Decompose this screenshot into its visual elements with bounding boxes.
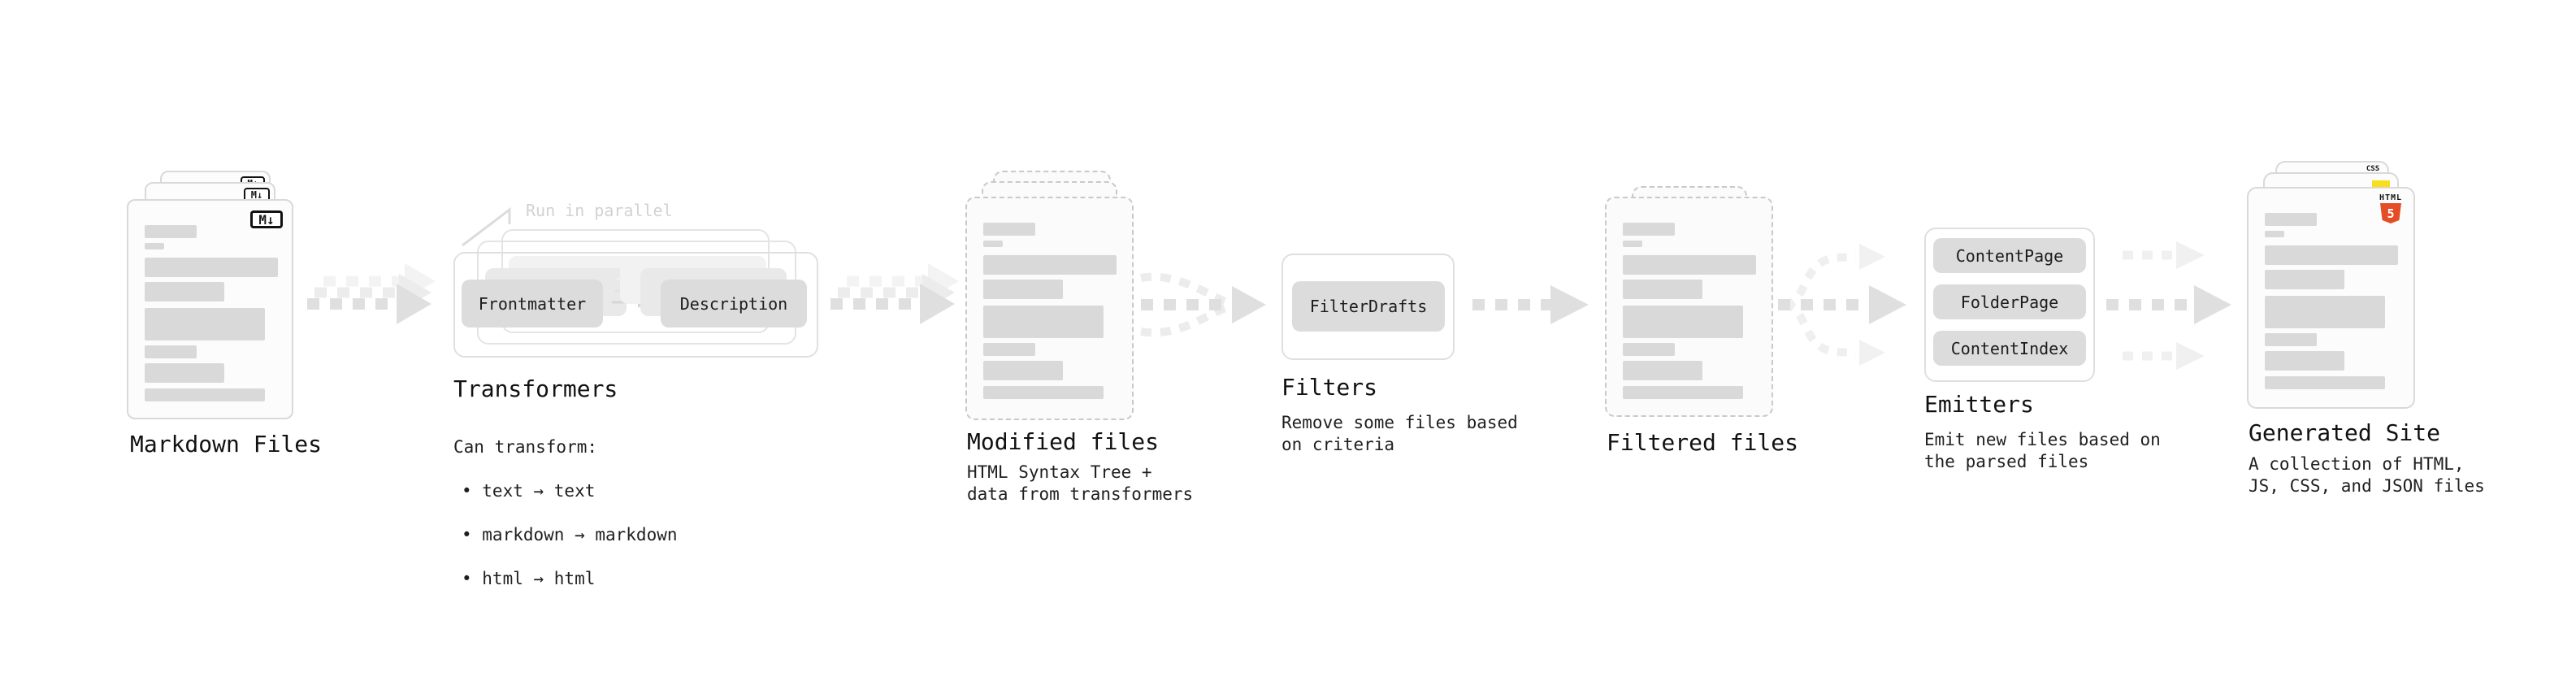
arrow-transformers-to-modified: [830, 263, 959, 324]
site-card-html: HTML 5: [2247, 187, 2415, 409]
html5-icon-shield: 5: [2380, 203, 2401, 223]
html5-icon: HTML 5: [2379, 193, 2403, 223]
emitter-label: ContentPage: [1955, 245, 2064, 266]
html5-icon-number: 5: [2387, 206, 2395, 221]
modified-files-subtitle: HTML Syntax Tree + data from transformer…: [967, 462, 1194, 504]
doc-content-bars: [983, 223, 1117, 399]
doc-bar: [2265, 231, 2284, 237]
description-box-label: Description: [679, 293, 788, 314]
html5-icon-label: HTML: [2379, 193, 2403, 202]
run-in-parallel-annotation: Run in parallel: [526, 201, 673, 220]
transformers-bullet: • markdown → markdown: [462, 525, 678, 544]
doc-bar: [983, 241, 1003, 247]
doc-bar: [983, 386, 1104, 399]
transformers-bullet: • html → html: [462, 569, 596, 588]
doc-bar: [145, 243, 164, 249]
frontmatter-box-label: Frontmatter: [478, 293, 587, 314]
doc-bar: [2265, 296, 2385, 328]
stage-label-filters: Filters: [1281, 374, 1378, 401]
emitter-folder-page-box: FolderPage: [1933, 284, 2086, 319]
doc-bar: [1623, 361, 1702, 380]
doc-bar: [145, 308, 265, 340]
emitter-content-index-box: ContentIndex: [1933, 331, 2086, 366]
filter-drafts-label: FilterDrafts: [1309, 297, 1428, 316]
arrow-filters-to-filtered: [1472, 285, 1589, 324]
markdown-icon: M↓: [244, 188, 270, 202]
doc-bar: [145, 282, 224, 301]
doc-bar: [1623, 241, 1642, 247]
doc-bar: [145, 345, 197, 358]
doc-bar: [145, 363, 224, 383]
doc-content-bars: [1623, 223, 1756, 399]
emitter-label: FolderPage: [1960, 292, 2059, 312]
arrow-modified-to-filters: [1140, 272, 1266, 337]
doc-bar: [2265, 333, 2317, 346]
doc-bar: [983, 255, 1117, 275]
generated-site-subtitle: A collection of HTML, JS, CSS, and JSON …: [2249, 454, 2485, 496]
doc-bar: [983, 361, 1063, 380]
doc-bar: [145, 225, 197, 238]
doc-bar: [2265, 245, 2398, 265]
stage-label-filtered-files: Filtered files: [1607, 429, 1799, 456]
arrow-filtered-to-emitters: [1778, 244, 1906, 366]
doc-bar: [2265, 213, 2317, 226]
frontmatter-box: Frontmatter: [462, 280, 603, 327]
stage-label-markdown-files: Markdown Files: [130, 431, 323, 458]
stage-label-transformers: Transformers: [453, 375, 618, 402]
arrow-markdown-to-transformers: [307, 263, 436, 324]
doc-bar: [2265, 270, 2344, 289]
css-icon-label: CSS: [2366, 165, 2380, 173]
doc-bar: [983, 280, 1063, 299]
arrow-emitter-bottom-to-site: [2123, 342, 2205, 370]
transformers-bullet: • text → text: [462, 481, 596, 501]
annotation-leader-line: [462, 206, 511, 247]
doc-bar: [983, 306, 1104, 338]
description-box: Description: [661, 280, 807, 327]
filtered-file-card-front: [1605, 197, 1773, 417]
stage-label-modified-files: Modified files: [967, 428, 1160, 455]
doc-bar: [2265, 351, 2344, 371]
doc-bar: [1623, 343, 1675, 356]
modified-file-card-front: [965, 197, 1134, 420]
markdown-icon-glyph: M↓: [250, 189, 263, 201]
arrow-emitter-middle-to-site: [2106, 285, 2231, 324]
doc-bar: [1623, 223, 1675, 236]
doc-bar: [145, 388, 265, 401]
doc-bar: [145, 258, 278, 277]
doc-bar: [2265, 376, 2385, 389]
arrow-emitter-top-to-site: [2123, 241, 2205, 269]
emitters-subtitle: Emit new files based on the parsed files: [1924, 430, 2161, 471]
doc-bar: [1623, 255, 1756, 275]
doc-bar: [983, 343, 1035, 356]
stage-label-emitters: Emitters: [1924, 391, 2034, 418]
emitter-content-page-box: ContentPage: [1933, 238, 2086, 273]
doc-content-bars: [2265, 213, 2398, 389]
markdown-file-card-front: M↓: [127, 199, 293, 419]
doc-bar: [983, 223, 1035, 236]
transformer-box-front: [453, 252, 818, 358]
doc-bar: [1623, 386, 1743, 399]
filters-subtitle: Remove some files based on criteria: [1281, 413, 1518, 454]
transformers-description: Can transform: • text → text • markdown …: [453, 414, 678, 612]
doc-content-bars: [145, 225, 278, 401]
markdown-icon-glyph: M↓: [258, 211, 275, 228]
doc-bar: [1623, 306, 1743, 338]
doc-bar: [1623, 280, 1702, 299]
filter-drafts-box: FilterDrafts: [1292, 281, 1445, 332]
emitter-label: ContentIndex: [1950, 338, 2069, 358]
stage-label-generated-site: Generated Site: [2249, 419, 2441, 446]
markdown-icon: M↓: [250, 210, 283, 228]
transformers-desc-heading: Can transform:: [453, 437, 598, 457]
